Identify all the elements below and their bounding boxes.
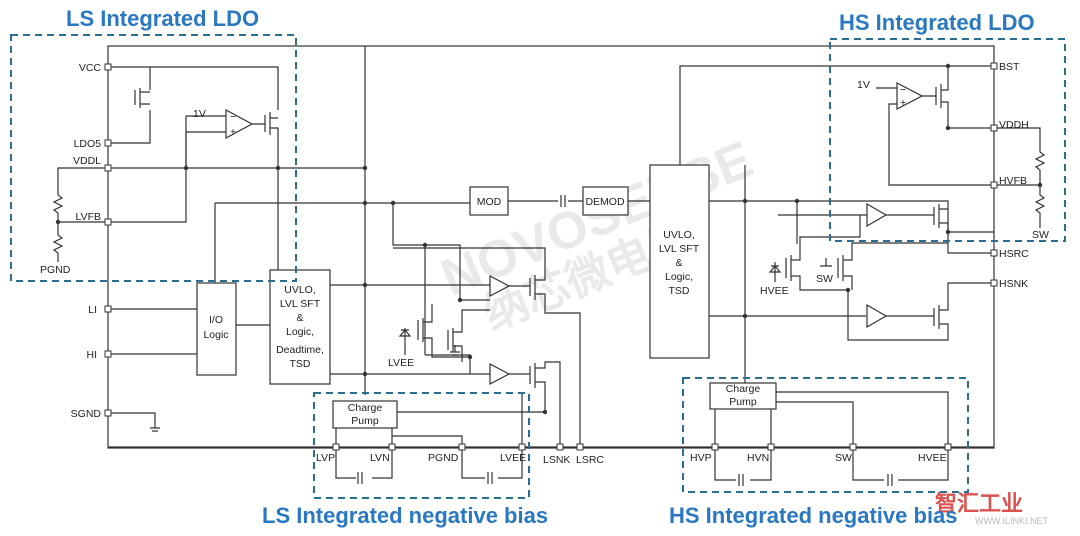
pin-hi: HI <box>87 349 98 361</box>
title-ls-bias: LS Integrated negative bias <box>262 503 548 528</box>
pin-pgnd-left: PGND <box>40 264 71 276</box>
mod-label: MOD <box>477 196 502 208</box>
hs-ctrl-label-1: UVLO, <box>663 229 695 241</box>
pin-lvee-bias: LVEE <box>500 452 526 464</box>
pin-lsnk: LSNK <box>543 454 570 466</box>
hs-ctrl-label-5: TSD <box>669 285 690 297</box>
hs-pump-label-2: Pump <box>729 396 757 408</box>
label-sw-inner: SW <box>816 273 833 285</box>
hs-charge-pump <box>709 382 777 410</box>
pin-pgnd-bias: PGND <box>428 452 459 464</box>
io-logic-label-1: I/O <box>209 314 223 326</box>
ls-ctrl-label-3: & <box>296 312 303 324</box>
pin-pads <box>104 62 998 451</box>
pin-hsnk: HSNK <box>999 278 1028 290</box>
title-ls-ldo: LS Integrated LDO <box>66 6 259 31</box>
svg-text:+: + <box>230 126 236 138</box>
ls-ctrl-label-5: Deadtime, <box>276 344 324 356</box>
ls-ctrl-label-6: TSD <box>290 358 311 370</box>
hs-ctrl-label-3: & <box>675 257 682 269</box>
ls-control-block <box>269 269 331 385</box>
label-lvee-inner: LVEE <box>388 357 414 369</box>
io-logic-block <box>196 282 237 376</box>
demod-block <box>582 186 629 216</box>
pin-lvfb: LVFB <box>76 211 101 223</box>
title-hs-ldo: HS Integrated LDO <box>839 10 1035 35</box>
junction-dots <box>55 63 1043 415</box>
pin-sw-right: SW <box>1032 229 1049 241</box>
pin-hsrc: HSRC <box>999 248 1029 260</box>
pin-sgnd: SGND <box>71 408 102 420</box>
pin-hvn: HVN <box>747 452 769 464</box>
left-wiring: − + <box>52 46 470 432</box>
ls-charge-pump <box>332 400 398 429</box>
pin-vddl: VDDL <box>73 155 101 167</box>
ls-ctrl-label-1: UVLO, <box>284 284 316 296</box>
pin-hvee-bias: HVEE <box>918 452 947 464</box>
pin-vcc: VCC <box>79 62 102 74</box>
title-hs-bias: HS Integrated negative bias <box>669 503 958 528</box>
hs-control-block <box>649 164 710 359</box>
svg-text:−: − <box>900 84 906 96</box>
svg-text:+: + <box>900 97 906 109</box>
site-logo-url: WWW.ILINKI.NET <box>975 516 1049 526</box>
ls-ctrl-label-2: LVL SFT <box>280 298 321 310</box>
pin-hvfb: HVFB <box>999 175 1027 187</box>
pin-lsrc: LSRC <box>576 454 604 466</box>
hs-ref-label: 1V <box>857 79 870 91</box>
region-hs-bias <box>682 377 969 493</box>
ls-bias-wiring: Charge Pump <box>108 394 994 484</box>
watermark: NOVOSENSE 纳芯微电子 智汇工业 WWW.ILINKI.NET <box>433 130 1048 526</box>
pin-hvp: HVP <box>690 452 712 464</box>
pin-lvn: LVN <box>370 452 390 464</box>
pin-li: LI <box>88 304 97 316</box>
ls-ref-label: 1V <box>193 108 206 120</box>
ls-ctrl-label-4: Logic, <box>286 326 314 338</box>
ls-pump-label-2: Pump <box>351 415 379 427</box>
chip-outline <box>107 45 995 449</box>
right-wiring: − + <box>679 65 1046 395</box>
isolation-link <box>508 195 650 207</box>
region-ls-ldo <box>10 34 297 282</box>
pin-lvp: LVP <box>316 452 335 464</box>
ls-driver <box>330 247 581 447</box>
mod-block <box>469 186 509 216</box>
ls-pump-label-1: Charge <box>348 402 383 414</box>
io-logic-label-2: Logic <box>203 329 228 341</box>
demod-label: DEMOD <box>585 196 625 208</box>
pin-ldo5: LDO5 <box>74 138 102 150</box>
label-hvee-inner: HVEE <box>760 285 789 297</box>
pin-vddh: VDDH <box>999 119 1029 131</box>
hs-bias-wiring: Charge Pump <box>709 382 949 486</box>
site-logo-cn: 智汇工业 <box>935 491 1023 517</box>
hs-ctrl-label-2: LVL SFT <box>659 243 700 255</box>
pin-bst: BST <box>999 61 1020 73</box>
svg-text:−: − <box>230 111 236 123</box>
hs-pump-label-1: Charge <box>726 383 761 395</box>
region-hs-ldo <box>829 38 1066 242</box>
hs-ctrl-label-4: Logic, <box>665 271 693 283</box>
pin-sw-bias: SW <box>835 452 852 464</box>
region-ls-bias <box>313 392 530 499</box>
